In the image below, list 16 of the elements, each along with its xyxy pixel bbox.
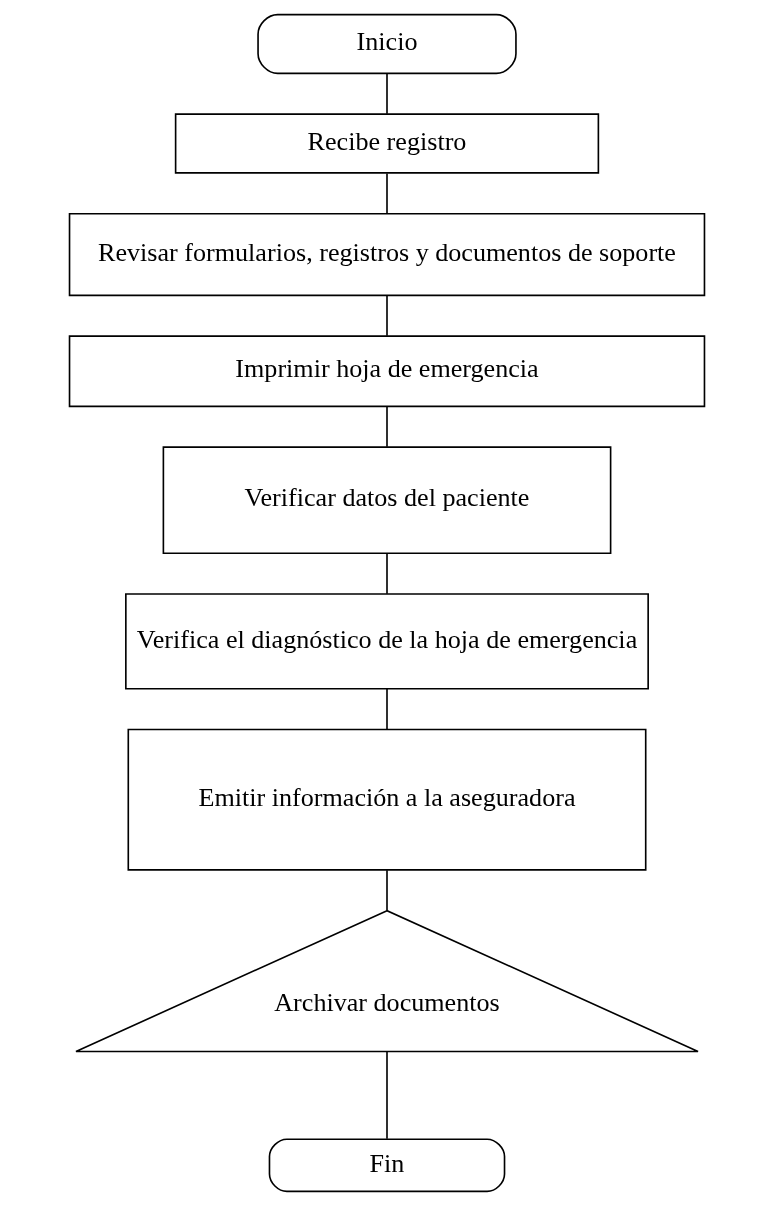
node-box: Revisar formularios, registros y documentos de soporte xyxy=(68,212,706,297)
connector xyxy=(386,688,388,731)
connector xyxy=(386,553,388,595)
node-box: Inicio xyxy=(257,13,517,75)
node-box: Recibe registro xyxy=(174,113,600,174)
connector xyxy=(386,869,388,912)
connector xyxy=(386,405,388,448)
connector xyxy=(386,172,388,215)
connector xyxy=(386,295,388,337)
node-box: Verifica el diagnóstico de la hoja de emergencia xyxy=(125,593,649,690)
connector xyxy=(386,1050,388,1140)
connector xyxy=(386,72,388,115)
node-box: Emitir información a la aseguradora xyxy=(127,728,647,871)
node-box: Fin xyxy=(268,1138,506,1193)
node-box: Imprimir hoja de emergencia xyxy=(68,335,706,408)
node-box: Verificar datos del paciente xyxy=(162,446,612,555)
